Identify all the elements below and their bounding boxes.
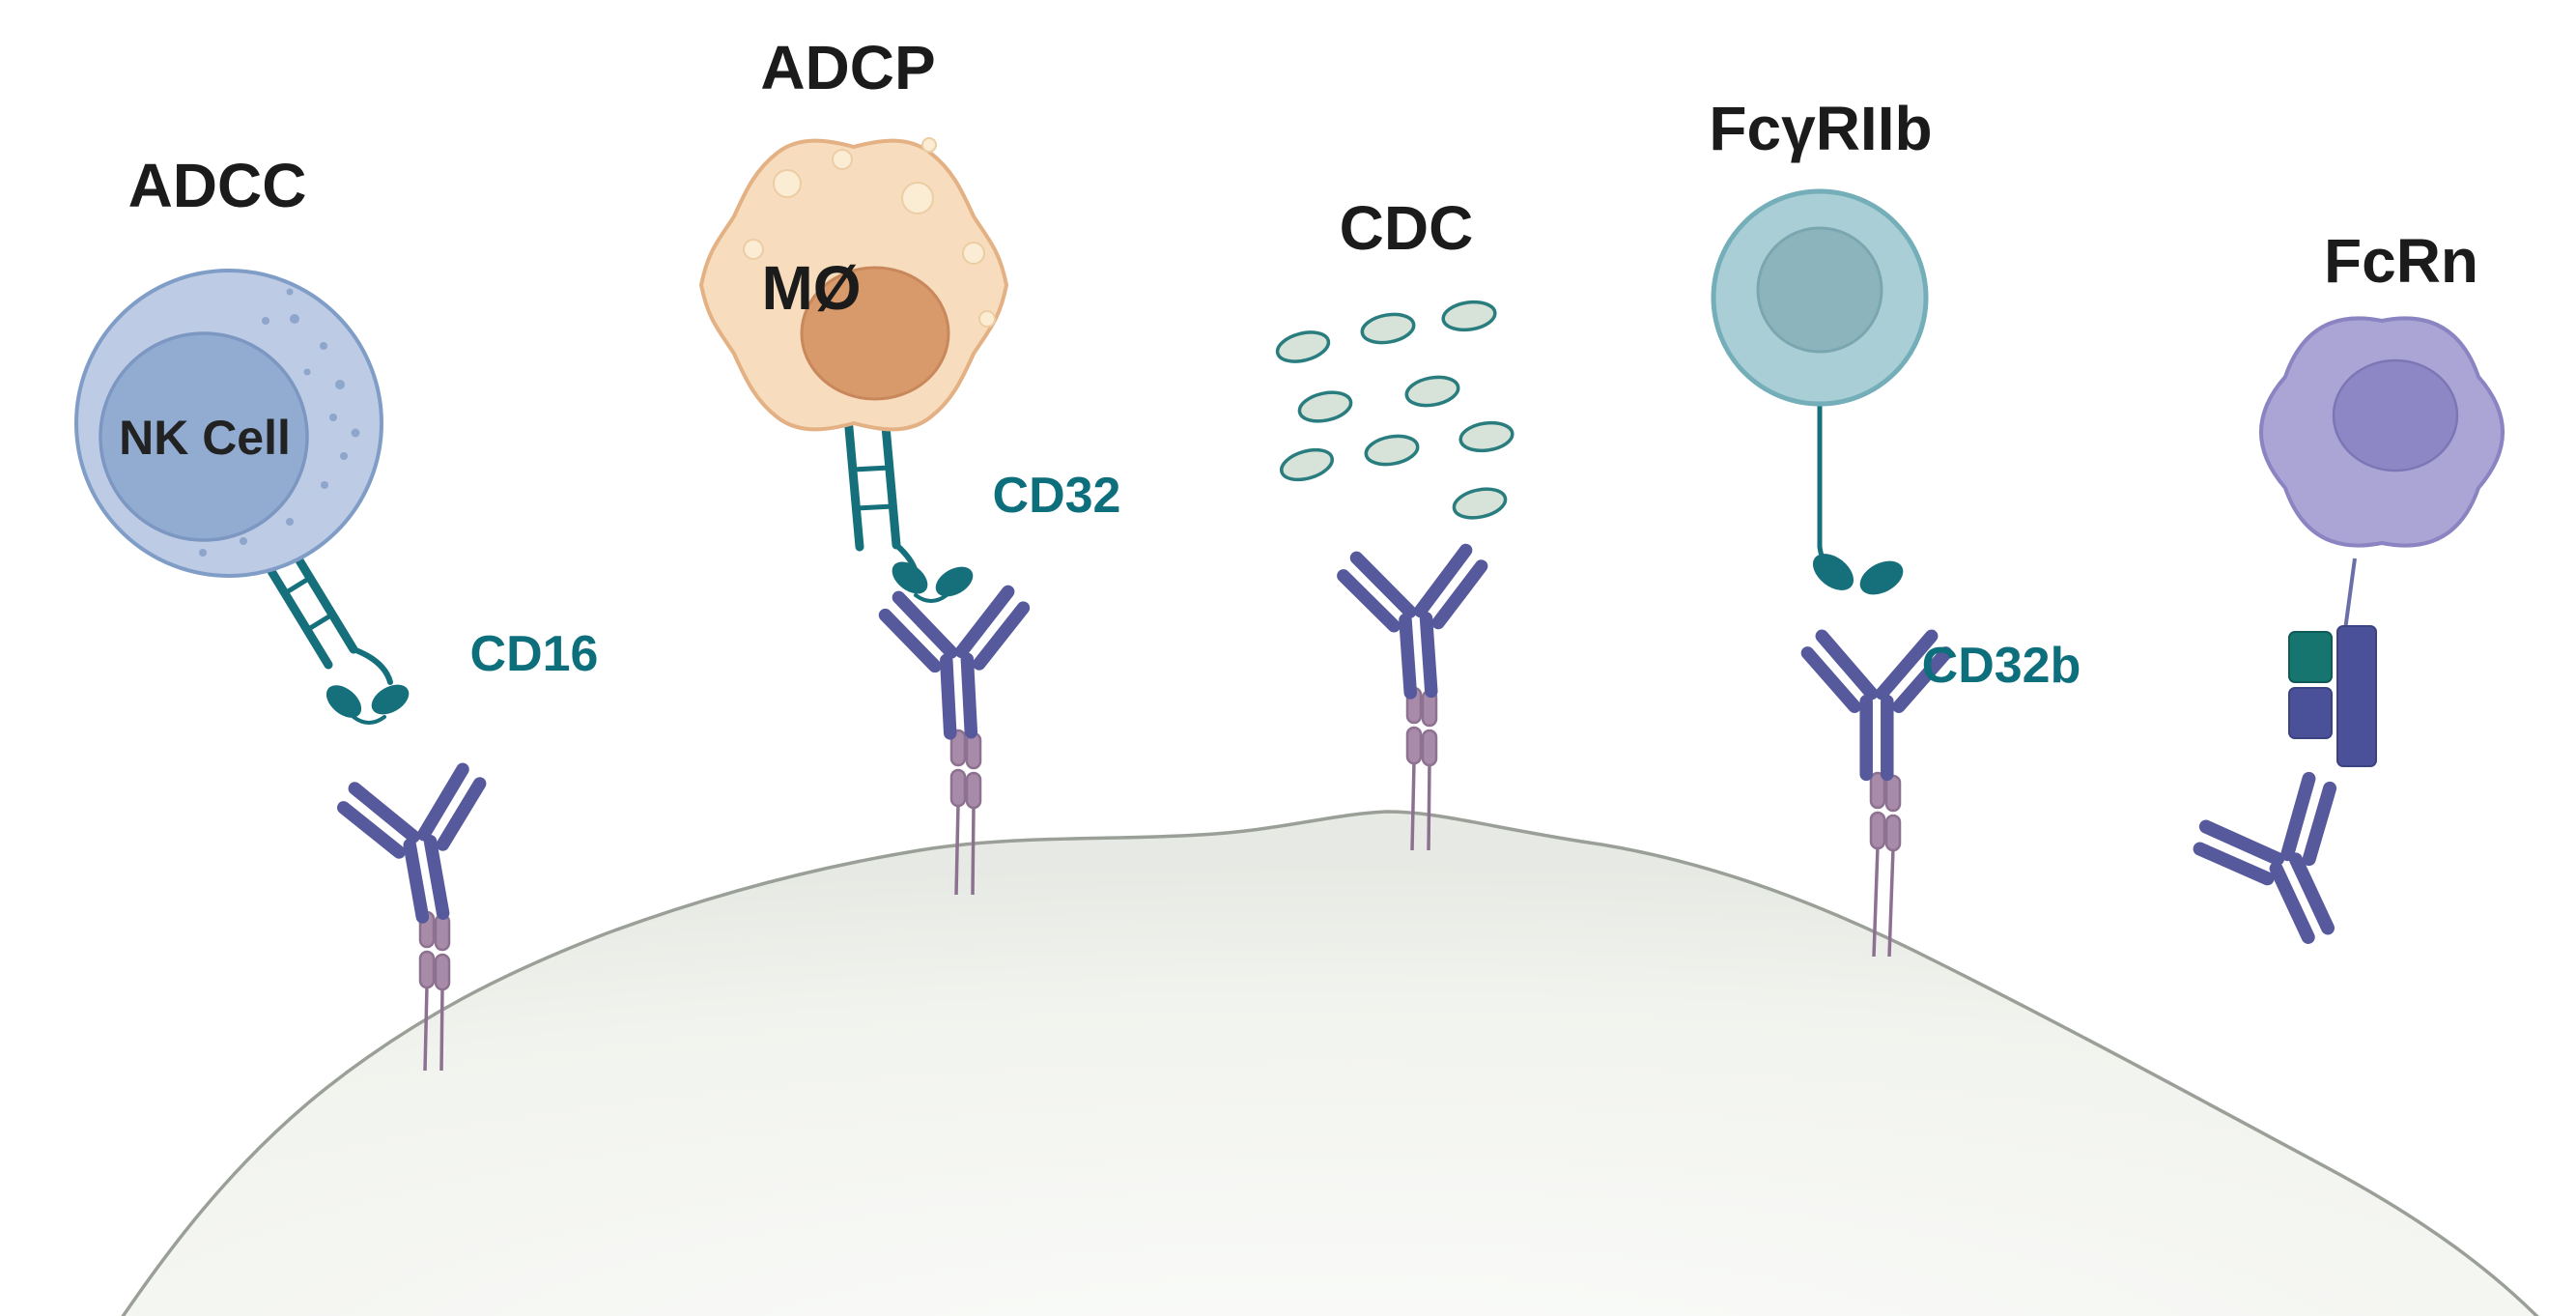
complement-molecules [1275, 300, 1514, 520]
cdc-antibody [1343, 549, 1490, 697]
macrophage-cell [698, 137, 1009, 432]
complement-oval [1458, 420, 1514, 453]
complement-oval [1441, 300, 1497, 332]
complement-oval [1297, 390, 1353, 423]
cd32b-receptor [1812, 401, 1904, 595]
fcrn-cell [2259, 316, 2505, 548]
fcgriib-cell [1711, 188, 1929, 407]
nk-cell-nucleus [99, 331, 309, 542]
nk-cell [74, 269, 383, 578]
fcrn-title: FcRn [2324, 226, 2478, 296]
macrophage-label: MØ [761, 253, 861, 323]
fcrn-antibody [2193, 772, 2383, 962]
complement-oval [1452, 487, 1508, 520]
adcp-title: ADCP [760, 33, 935, 102]
macrophage-vacuoles [743, 137, 996, 328]
fcgriib-title: FcγRIIb [1709, 94, 1932, 163]
complement-oval [1404, 375, 1460, 408]
cd32b-label: CD32b [1922, 638, 2081, 694]
complement-oval [1360, 312, 1416, 345]
fcrn-block-slate-tall [2336, 625, 2377, 767]
adcc-antigen [418, 910, 451, 1072]
cd32b-binding-lobe [1812, 554, 1854, 590]
cd32-binding-lobe [892, 561, 928, 594]
cd32-receptor [843, 411, 974, 603]
adcc-title: ADCC [128, 151, 307, 220]
cd32-binding-lobe [935, 566, 974, 597]
adcc-antibody [341, 767, 501, 928]
fcrn-receptor-stalk [2343, 558, 2357, 631]
macrophage-nucleus [800, 266, 950, 401]
fcgriib-cell-nucleus [1756, 226, 1883, 354]
cd32-label: CD32 [993, 468, 1121, 524]
fcrn-block-slate-small [2288, 687, 2333, 739]
cdc-title: CDC [1340, 193, 1474, 263]
cd16-label: CD16 [470, 626, 599, 682]
target-cell-membrane [121, 810, 2539, 1316]
cd32b-binding-lobe [1859, 560, 1904, 595]
adcp-antibody [885, 591, 1030, 736]
nk-cell-speckles [199, 288, 360, 557]
fcrn-receptor [2288, 558, 2377, 767]
fcrn-block-teal [2288, 631, 2333, 683]
complement-oval [1275, 330, 1331, 363]
nk-cell-label: NK Cell [119, 411, 291, 465]
complement-oval [1280, 447, 1334, 482]
complement-oval [1364, 434, 1420, 467]
fcrn-cell-nucleus [2332, 358, 2459, 472]
cd16-binding-lobe [371, 684, 410, 715]
fcgriib-antigen [1869, 771, 1902, 958]
cd16-binding-lobe [326, 685, 362, 718]
